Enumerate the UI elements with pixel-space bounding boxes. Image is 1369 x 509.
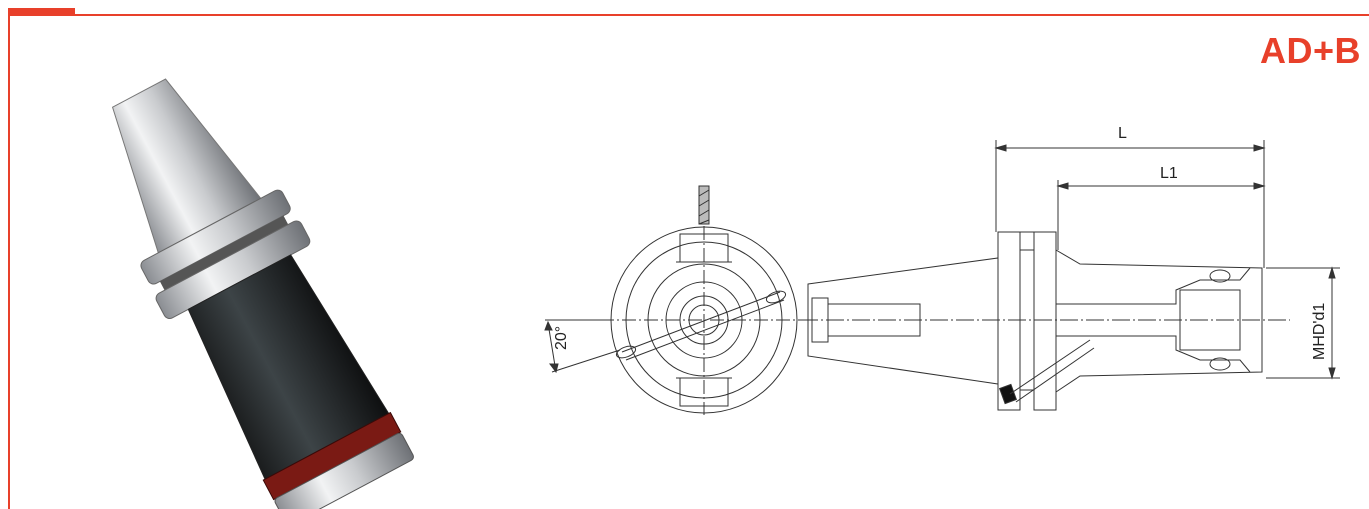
header-rule xyxy=(8,14,1369,16)
length-dimension-label: L xyxy=(1118,125,1127,142)
end-view xyxy=(544,185,800,415)
drive-key xyxy=(698,185,710,225)
diameter-dimension-label: MHD'd1 xyxy=(1311,303,1328,360)
product-code-title: AD+B xyxy=(1259,30,1361,71)
tool-holder-photo xyxy=(111,78,414,509)
side-view xyxy=(800,140,1340,411)
header-accent-tab xyxy=(8,8,75,16)
left-rule xyxy=(8,14,10,509)
length1-dimension-label: L1 xyxy=(1160,165,1178,182)
angle-dimension-label: 20° xyxy=(553,326,570,350)
